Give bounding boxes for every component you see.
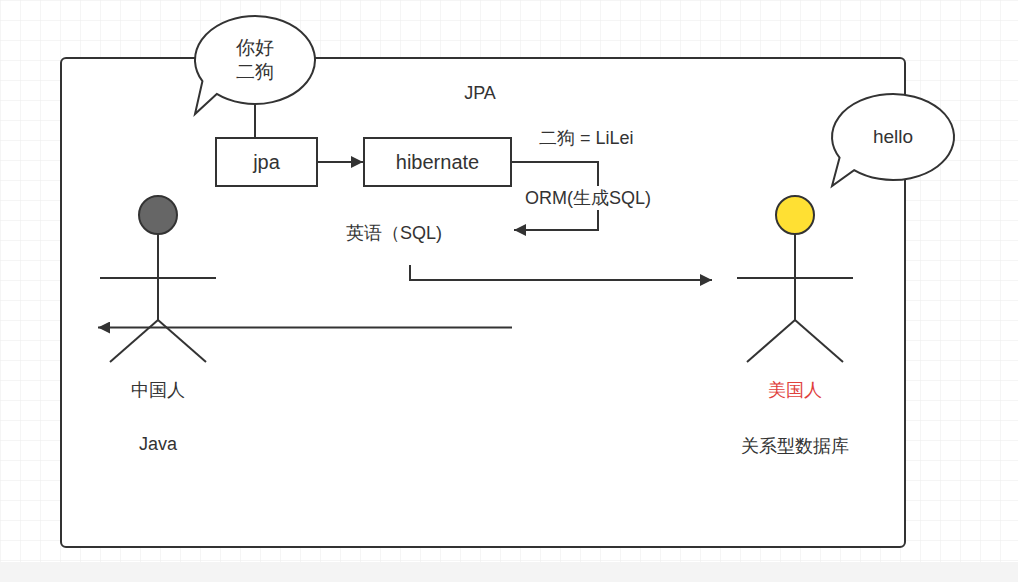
stick-figure: 中国人 Java (98, 190, 218, 465)
flow-arrow (98, 327, 512, 329)
figure-label: 美国人 (768, 378, 822, 402)
box-label: jpa (253, 151, 280, 174)
figure-label: Java (139, 434, 177, 455)
box-label: hibernate (396, 151, 479, 174)
bubble-shape (195, 16, 315, 114)
figure-label: 关系型数据库 (741, 434, 849, 458)
sql-arrow (410, 265, 712, 280)
sql-label: 英语（SQL) (343, 221, 445, 245)
figure-label: 中国人 (131, 378, 185, 402)
figure-leg (110, 320, 158, 362)
frame-title: JPA (464, 83, 496, 104)
bottom-strip (0, 562, 1018, 582)
speech-bubble: 你好 二狗 (193, 14, 317, 116)
figure-leg (795, 320, 843, 362)
mapping-note: ORM(生成SQL) (522, 186, 654, 210)
speech-text: hello (873, 125, 913, 149)
speech-bubble: hello (830, 92, 956, 188)
stick-figure: 美国人关系型数据库 (735, 190, 855, 470)
figure-drawing (98, 190, 218, 465)
figure-leg (747, 320, 795, 362)
speech-text: 你好 二狗 (233, 36, 277, 84)
figure-head (139, 196, 177, 234)
orm-arrow (512, 162, 598, 230)
figure-head (776, 196, 814, 234)
bubble-outline (193, 14, 317, 116)
flow-arrow (255, 19, 363, 162)
process-box: hibernate (363, 137, 512, 187)
bubble-outline (830, 92, 956, 188)
figure-arms (737, 277, 853, 279)
mapping-note: 二狗 = LiLei (536, 126, 637, 150)
jpa-frame: jpa hibernate 中国人 Java 美国人关系型数据库 JPA (60, 57, 906, 548)
frame-fill (61, 58, 904, 546)
figure-arms (100, 277, 216, 279)
process-box: jpa (215, 137, 318, 187)
figure-drawing (735, 190, 855, 470)
figure-body (157, 234, 159, 320)
figure-leg (158, 320, 206, 362)
figure-body (794, 234, 796, 320)
bubble-shape (832, 94, 954, 186)
